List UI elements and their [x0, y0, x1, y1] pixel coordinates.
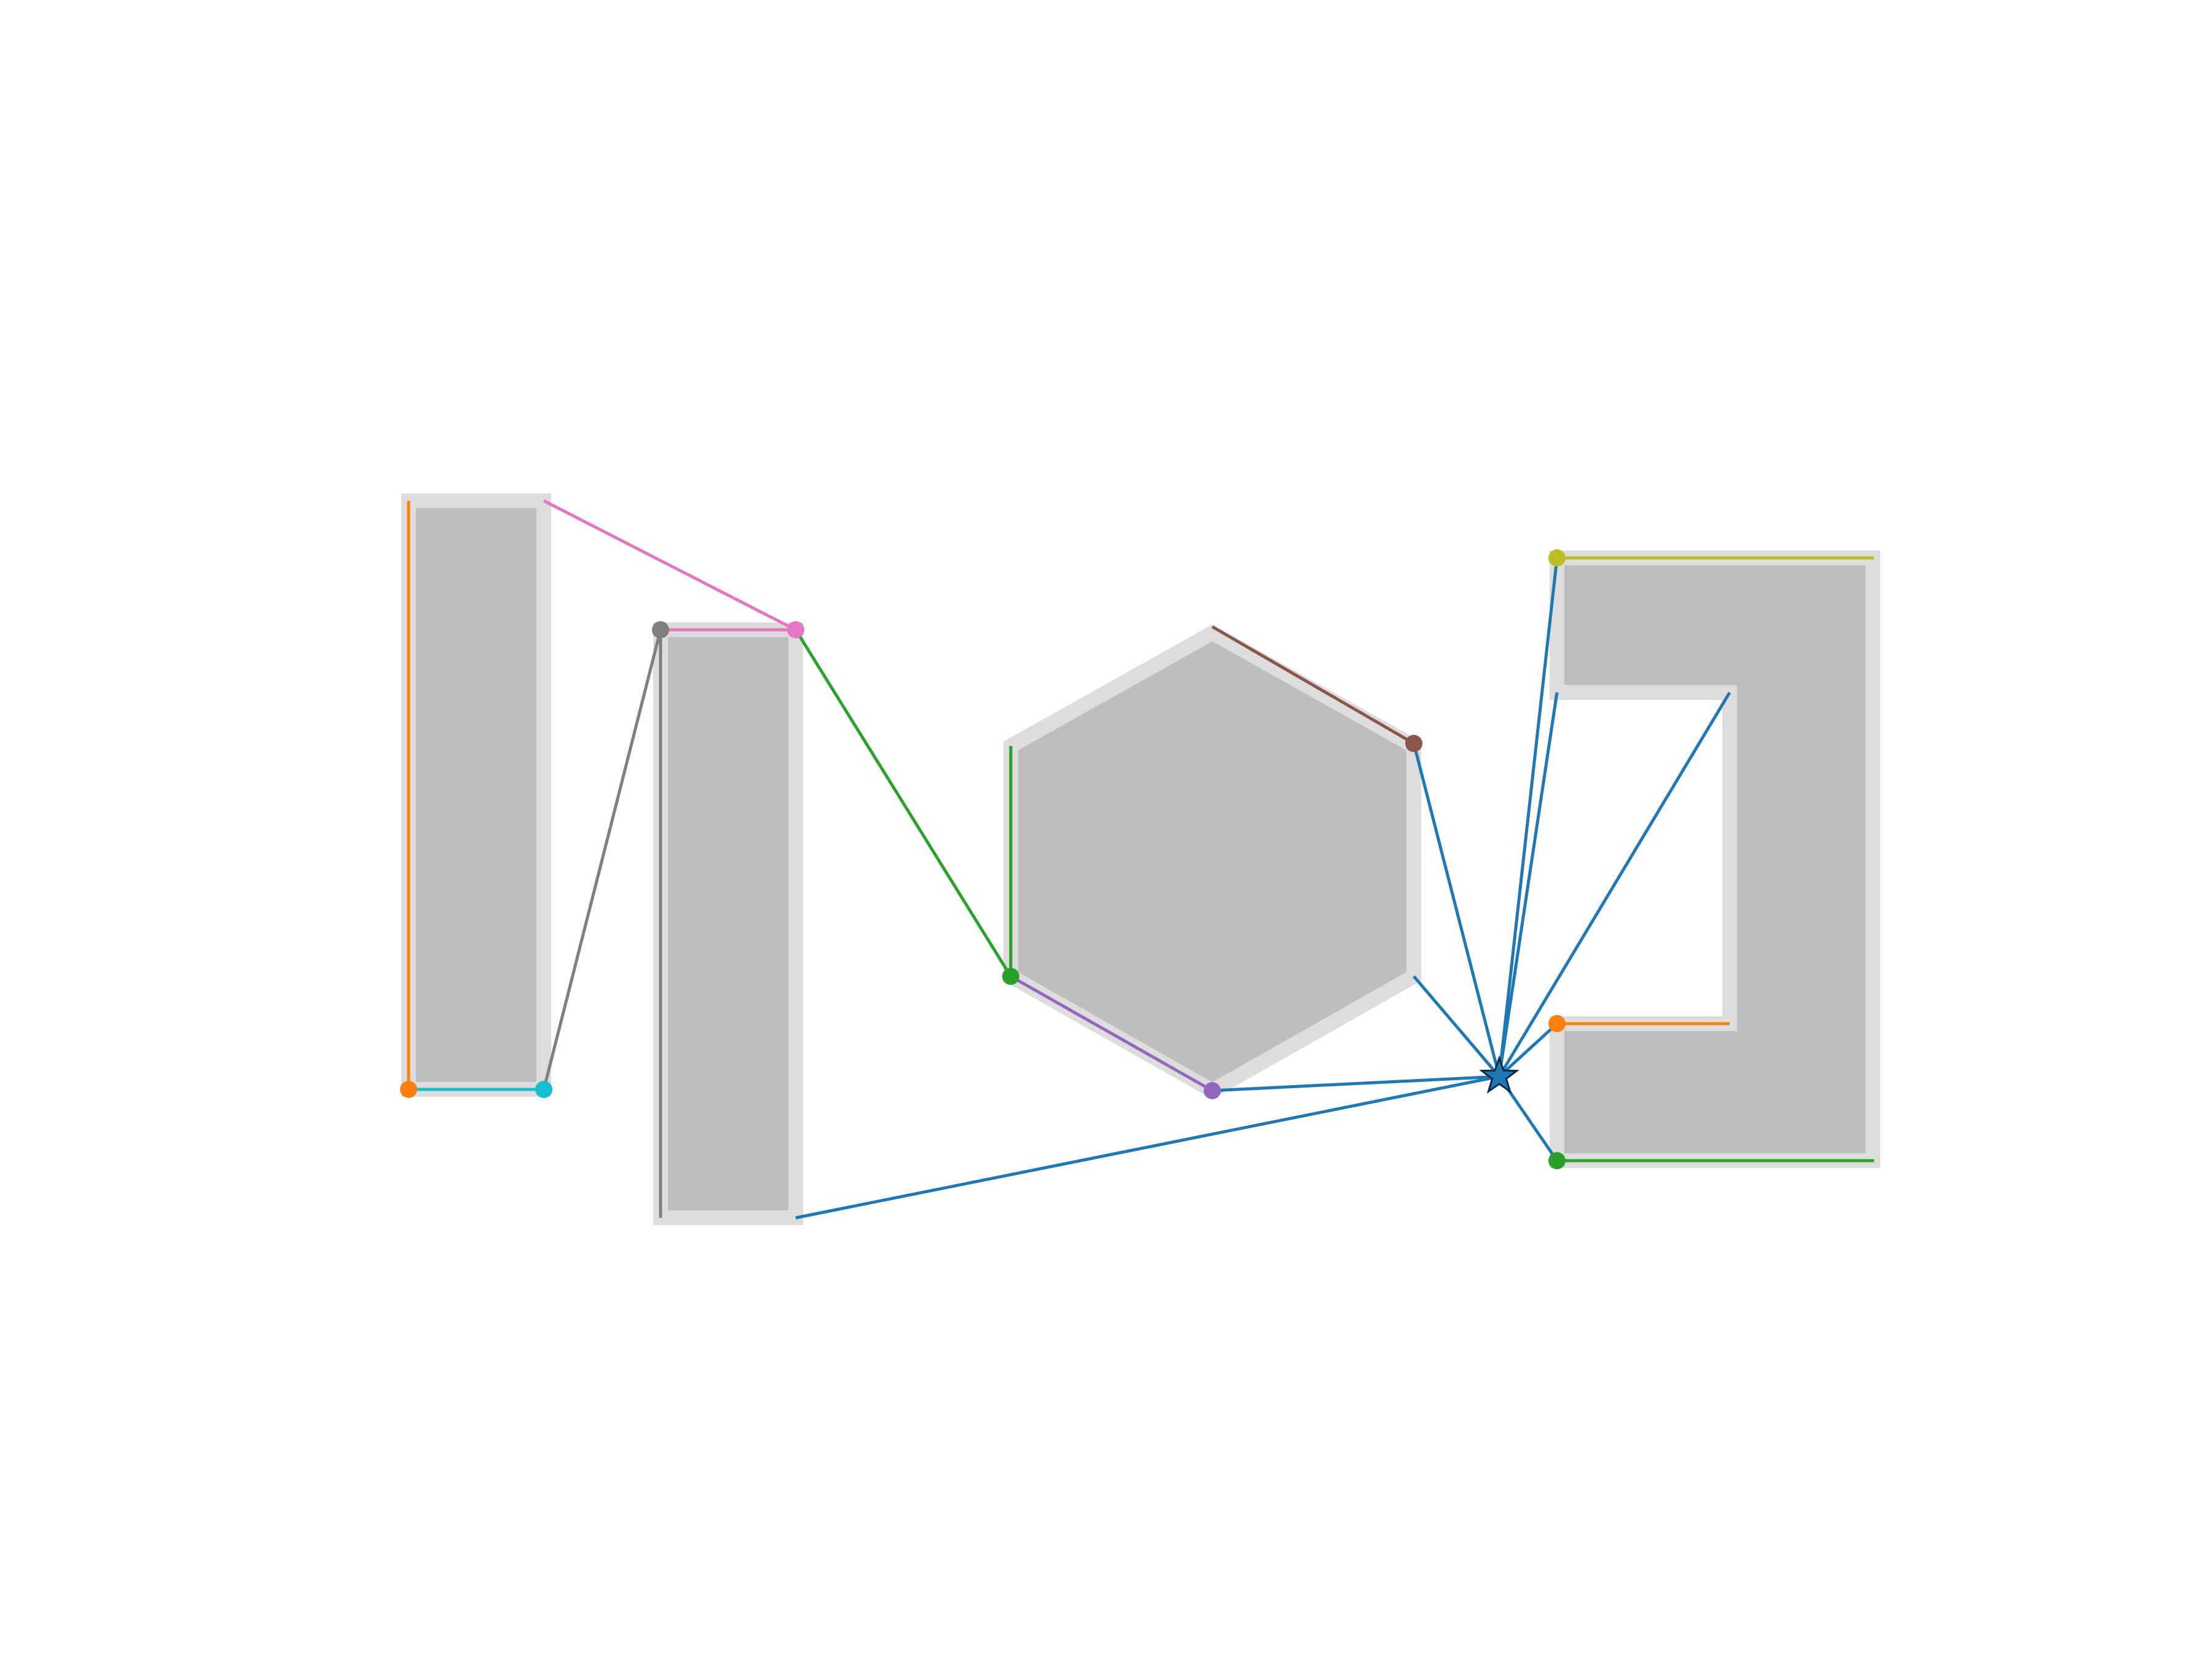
obstacles	[401, 493, 1880, 1225]
vertex-green-right	[1548, 1152, 1566, 1169]
ray-to-c-top-left	[1497, 557, 1559, 1077]
vertex-orange-right	[1548, 1015, 1566, 1032]
obstacle-hexagon	[1003, 624, 1421, 1099]
edge-lines	[407, 499, 1874, 1218]
edge-gray-diagonal	[542, 629, 662, 1090]
vertex-green-hex	[1002, 968, 1019, 985]
ray-to-c-inner-left	[1497, 692, 1559, 1077]
star-marker	[1479, 1055, 1520, 1094]
obstacle-rect-2	[653, 622, 803, 1225]
ray-to-c-inner-bottom	[1498, 1022, 1558, 1078]
vertex-olive	[1548, 549, 1566, 567]
ray-to-hex-lower-right	[1413, 975, 1500, 1078]
vertex-gray	[652, 621, 669, 638]
vertex-purple-hex	[1204, 1082, 1221, 1099]
vertex-cyan	[535, 1081, 552, 1098]
ray-to-c-inner-right	[1497, 691, 1732, 1078]
edge-green-diagonal	[794, 629, 1013, 978]
vertex-markers	[400, 549, 1566, 1169]
edge-purple-hex	[1010, 975, 1214, 1092]
edge-pink-diagonal	[543, 499, 797, 632]
visibility-rays	[795, 557, 1732, 1220]
ray-to-rect2-bottom	[795, 1075, 1500, 1220]
vertex-orange-left	[400, 1081, 417, 1098]
ray-to-hex-bottom	[1212, 1075, 1500, 1092]
vertex-pink	[787, 621, 804, 638]
edge-brown-hex	[1211, 625, 1415, 745]
vertex-brown-hex	[1405, 735, 1422, 752]
obstacle-rect-1	[401, 493, 551, 1097]
ray-to-hex-upper-right	[1412, 743, 1501, 1077]
obstacle-c-shape	[1550, 551, 1880, 1168]
